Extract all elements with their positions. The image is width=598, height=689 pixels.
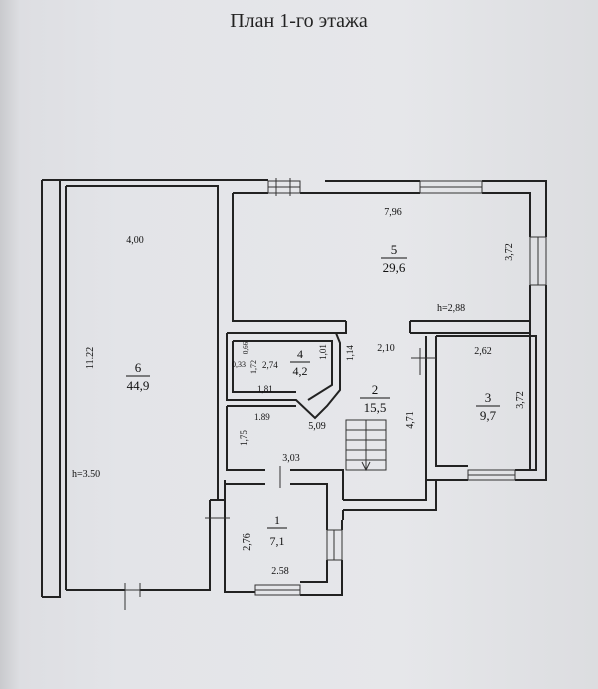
dim-room2-left: 1.89 — [254, 412, 270, 422]
dim-room5-height: h=2,88 — [437, 303, 465, 314]
dim-room4-depth: 1,72 — [249, 360, 258, 374]
dim-room4-side: 1,01 — [318, 344, 328, 360]
dim-room5-width: 7,96 — [384, 207, 402, 218]
dim-room1-top: 3,03 — [282, 453, 300, 464]
room-1-area: 7,1 — [270, 534, 285, 548]
room-6-area: 44,9 — [127, 378, 150, 393]
windows — [124, 178, 547, 610]
dim-room5-depth: 3,72 — [504, 243, 515, 261]
room-2-number: 2 — [372, 382, 379, 397]
dim-room3-width: 2,62 — [474, 346, 492, 357]
dim-room3-depth: 3,72 — [515, 391, 526, 409]
dimension-labels: 4,00 11.22 h=3.50 7,96 3,72 h=2,88 2,74 … — [72, 207, 526, 577]
room-4-number: 4 — [297, 347, 303, 361]
room-2-area: 15,5 — [364, 400, 387, 415]
room-labels: 6 44,9 5 29,6 4 4,2 2 15,5 3 9,7 1 7,1 — [126, 242, 500, 548]
dim-room4-small: 0,33 — [232, 360, 246, 369]
staircase — [345, 419, 387, 472]
dim-room6-height: h=3.50 — [72, 469, 100, 480]
room-4-area: 4,2 — [293, 364, 308, 378]
dim-room6-width: 4,00 — [126, 235, 144, 246]
dim-room4-bottom: 1,81 — [257, 384, 273, 394]
room-5-area: 29,6 — [383, 260, 406, 275]
dim-room2-right: 4,71 — [405, 411, 416, 429]
room-1-number: 1 — [274, 513, 280, 527]
room-5-number: 5 — [391, 242, 398, 257]
dim-room1-bottom: 2.58 — [271, 566, 289, 577]
dim-room2-length: 5,09 — [308, 421, 326, 432]
dim-room1-side: 2,76 — [242, 533, 253, 551]
plan-title: План 1-го этажа — [230, 10, 368, 32]
room-6-number: 6 — [135, 360, 142, 375]
dim-room2-depth: 1,75 — [239, 430, 249, 446]
room-3-area: 9,7 — [480, 408, 497, 423]
walls — [41, 179, 547, 598]
dim-room4-width: 2,74 — [262, 360, 278, 370]
dim-room6-length: 11.22 — [85, 347, 96, 369]
dim-room2-side: 1,14 — [345, 345, 355, 361]
room-3-number: 3 — [485, 390, 492, 405]
dim-room2-top: 2,10 — [377, 343, 395, 354]
dim-room4-niche: 0,66 — [242, 341, 250, 354]
